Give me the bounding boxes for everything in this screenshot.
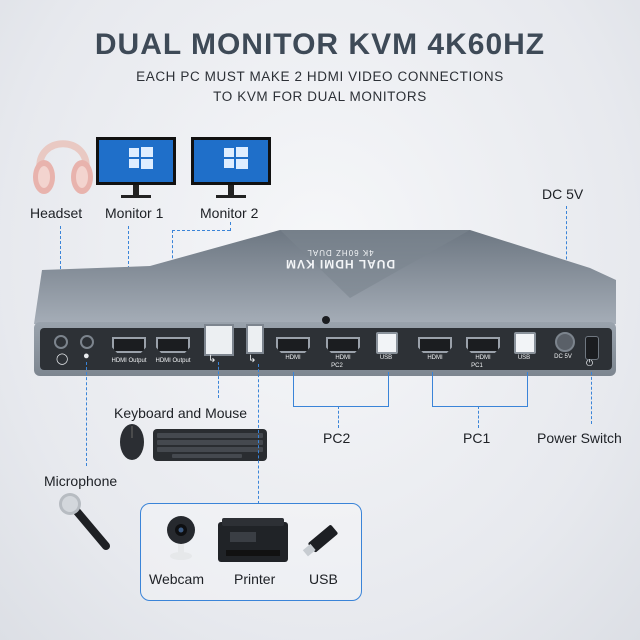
- pc1-hdmi-a-port[interactable]: [418, 337, 452, 353]
- power-switch-button[interactable]: [585, 336, 599, 360]
- device-top-label: DUAL HDMI KVM 4K 60HZ DUAL: [255, 248, 425, 271]
- pc2-group-label: PC2: [331, 363, 343, 369]
- pc1-hdmi-a-label: HDMI: [427, 355, 443, 361]
- pc1-bracket: [432, 372, 528, 407]
- hdmi-output-1-port[interactable]: [112, 337, 146, 353]
- printer-label: Printer: [234, 571, 276, 587]
- pc1-hdmi-b-label: HDMI: [475, 355, 491, 361]
- monitor-2-connector-h: [172, 230, 230, 231]
- pc2-label: PC2: [323, 430, 351, 446]
- pc2-bracket: [293, 372, 389, 407]
- pc2-hdmi-a-port[interactable]: [276, 337, 310, 353]
- page-subtitle: EACH PC MUST MAKE 2 HDMI VIDEO CONNECTIO…: [0, 67, 640, 107]
- monitor-2-connector-v1: [230, 222, 231, 231]
- microphone-icon: [56, 492, 116, 552]
- keyboard-mouse-label: Keyboard and Mouse: [114, 405, 248, 421]
- pc1-hdmi-b-port[interactable]: [466, 337, 500, 353]
- usb-a-port-single[interactable]: [246, 324, 264, 354]
- dc-5v-label: DC 5V: [542, 186, 584, 202]
- webcam-icon: [164, 514, 198, 562]
- microphone-label: Microphone: [44, 473, 118, 489]
- microphone-jack[interactable]: [80, 335, 94, 349]
- hdmi-output-1-label: HDMI Output: [111, 358, 147, 364]
- usb-symbol-icon-2: ↳: [248, 354, 257, 365]
- device-top-label-1: DUAL HDMI KVM: [284, 257, 396, 271]
- keyboard-icon: [152, 428, 268, 462]
- microphone-connector: [86, 362, 87, 466]
- mouse-icon: [118, 422, 146, 462]
- power-switch-connector: [591, 372, 592, 424]
- pc1-connector: [478, 406, 479, 428]
- power-icon: ⏻: [586, 358, 594, 368]
- hdmi-output-2-label: HDMI Output: [155, 358, 191, 364]
- pc1-usb-b-port[interactable]: [514, 332, 536, 354]
- dc-5v-jack[interactable]: [555, 332, 575, 352]
- microphone-small-icon: ●: [83, 350, 90, 362]
- monitor-2-icon: [190, 136, 272, 202]
- printer-icon: [216, 516, 290, 566]
- pc2-usb-label: USB: [379, 355, 393, 361]
- usb-a-port-stack-1[interactable]: [204, 324, 234, 356]
- pc2-hdmi-b-port[interactable]: [326, 337, 360, 353]
- pc1-group-label: PC1: [471, 363, 483, 369]
- headphone-icon: ◯: [56, 353, 69, 365]
- monitor-1-label: Monitor 1: [105, 205, 164, 221]
- pc2-hdmi-a-label: HDMI: [285, 355, 301, 361]
- webcam-label: Webcam: [149, 571, 204, 587]
- pc2-usb-b-port[interactable]: [376, 332, 398, 354]
- monitor-1-icon: [95, 136, 177, 202]
- usb-devices-connector: [258, 364, 259, 504]
- usb-symbol-icon-1: ↳: [208, 354, 217, 365]
- device-top-label-2: 4K 60HZ DUAL: [306, 248, 374, 257]
- usb-drive-icon: [302, 520, 342, 564]
- pc2-hdmi-b-label: HDMI: [335, 355, 351, 361]
- dc-5v-port-label: DC 5V: [554, 354, 572, 360]
- subtitle-line-2: TO KVM FOR DUAL MONITORS: [213, 89, 427, 104]
- monitor-2-label: Monitor 2: [200, 205, 259, 221]
- headphone-jack[interactable]: [54, 335, 68, 349]
- headset-label: Headset: [30, 205, 83, 221]
- keyboard-mouse-connector: [218, 362, 219, 398]
- page-title: DUAL MONITOR KVM 4K60HZ: [94, 28, 546, 61]
- hdmi-output-2-port[interactable]: [156, 337, 190, 353]
- headset-icon: [30, 125, 96, 200]
- pc1-usb-label: USB: [517, 355, 531, 361]
- power-switch-label: Power Switch: [537, 430, 622, 446]
- pc2-connector: [338, 406, 339, 428]
- usb-label: USB: [309, 571, 338, 587]
- pc1-label: PC1: [463, 430, 491, 446]
- subtitle-line-1: EACH PC MUST MAKE 2 HDMI VIDEO CONNECTIO…: [136, 69, 504, 84]
